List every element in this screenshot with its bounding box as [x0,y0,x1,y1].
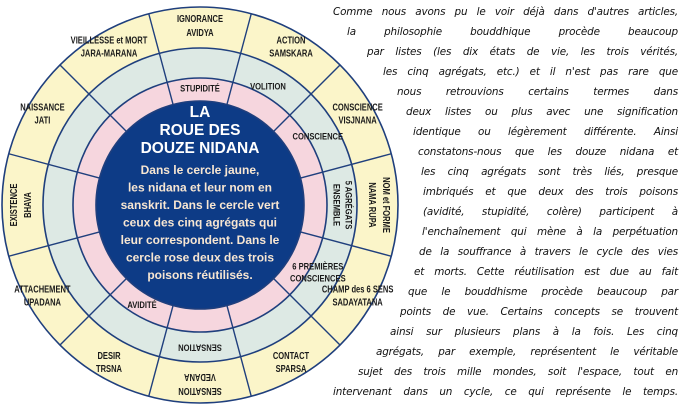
nidana-label: VIEILLESSE et MORT JARA-MARANA [71,34,148,58]
nidana-label-text: ATTACHEMENT [14,283,71,294]
aggregate-label-text: 5 AGRÉGATS [343,181,354,230]
nidana-label-text: TRSNA [96,363,122,374]
wheel-description-line: Dans le cercle jaune, [141,163,260,177]
aggregate-label: SENSATION [178,342,222,353]
nidana-label: ATTACHEMENT UPADANA [14,283,71,307]
segment-divider [148,13,174,105]
aggregate-label: VOLITION [250,81,286,92]
nidana-label-text: CHAMP des 6 SENS [322,283,394,294]
wheel-description-line: sanskrit. Dans le cercle vert [121,198,280,212]
wheel-description-line: poisons réutilisés. [147,268,252,282]
segment-divider [300,153,392,179]
poison-label-text: STUPIDITÉ [180,83,220,94]
nidana-label-text: DESIR [97,350,120,361]
article-line: imbriqués et que deux des trois poisons [423,186,678,198]
nidana-label: ACTION SAMSKARA [269,34,313,58]
wheel-title: ROUE DES [160,122,241,139]
wheel-description-line: leur correspondent. Dans le [121,233,280,247]
wheel-title: LA [190,104,211,121]
nidana-label-text: NAMA RUPA [367,182,378,228]
aggregate-label-text: SENSATION [178,342,222,353]
nidana-label: DESIR TRSNA [96,350,122,374]
nidana-label-text: SPARSA [276,363,307,374]
aggregate-label-text: CONSCIENCES [290,273,346,284]
nidana-label: IGNORANCE AVIDYA [177,13,223,38]
article-line: sujet des trois mille mondes, soit l'esp… [358,366,678,378]
article-line: points de vue. Certains concepts se trou… [400,306,678,318]
nidana-label: CHAMP des 6 SENS SADAYATANA [322,283,394,307]
nidana-label-text: ACTION [277,34,306,45]
nidana-label: SENSATION VEDANA [178,372,221,397]
article-line: (avidité, stupidité, colère) participent… [423,206,678,218]
article-line: l'enchaînement qui mène à la perpétuatio… [422,226,678,238]
article-line: nous retrouvions certains termes dans [397,86,678,98]
segment-divider [273,64,341,132]
nidana-label-text: IGNORANCE [177,13,223,24]
nidana-label-text: BHAVA [22,192,33,218]
nidana-label-text: VIEILLESSE et MORT [71,34,148,45]
nidana-label-text: NOM et FORME [381,177,392,233]
article-line: la philosophie bouddhique procède beauco… [347,26,678,38]
article-line: constatons-nous que les douze nidana et [418,146,678,158]
aggregate-label-text: ENSEMBLE [331,184,342,226]
nidana-label: NAISSANCE JATI [20,101,64,125]
center-disc [95,100,305,310]
nidana-label-text: AVIDYA [186,27,214,38]
segment-divider [226,305,252,397]
segment-divider [226,13,252,105]
article-line: ainsi sur plusieurs plans à la fois. Les… [390,326,678,338]
poison-label: STUPIDITÉ [180,83,220,94]
aggregate-label: CONSCIENCE [292,131,343,142]
wheel-description-line: ceux des cinq agrégats qui [123,216,277,230]
wheel-description-line: les nidana et leur nom en [128,181,272,195]
article-line: identique ou légèrement différente. Ains… [413,126,678,138]
nidana-label-text: VISJNANA [339,114,377,125]
aggregate-label-text: VOLITION [250,81,286,92]
article-line: et morts. Cette réutilisation est due au… [414,266,678,278]
article-line: par listes (les dix états de vie, les tr… [367,46,678,58]
nidana-label: CONSCIENCE VISJNANA [332,101,382,125]
aggregate-label-text: 6 PREMIÈRES [292,261,343,272]
nidana-label-text: JATI [35,114,51,125]
nidana-label-text: CONSCIENCE [332,101,382,112]
article-line: de la souffrance à travers le cycle des … [419,246,678,258]
nidana-label-text: JARA-MARANA [81,47,138,58]
poison-label-text: AVIDITÉ [127,299,157,310]
aggregate-label-text: CONSCIENCE [292,131,343,142]
wheel-title: DOUZE NIDANA [141,140,260,157]
nidana-label-text: SAMSKARA [269,47,313,58]
nidana-label-text: UPADANA [24,296,61,307]
nidana-label-text: CONTACT [273,350,310,361]
segment-divider [148,305,174,397]
nidana-label-text: VEDANA [184,372,216,383]
nidana-label-text: SADAYATANA [332,296,383,307]
segment-divider [8,231,100,257]
segment-divider [273,278,341,346]
segment-divider [59,278,127,346]
segment-divider [8,153,100,179]
article-line: les cinq agrégats sont très liés, presqu… [421,166,678,178]
nidana-label-text: EXISTENCE [8,184,19,227]
nidana-label: CONTACT SPARSA [273,350,310,374]
nidana-label-text: SENSATION [178,386,221,397]
article-line: deux listes ou plus avec une significati… [406,106,678,118]
segment-divider [59,64,127,132]
article-line: intervenant dans un cycle, ce qui représ… [333,386,678,398]
poison-label: AVIDITÉ [127,299,157,310]
article-line: Comme nous avons pu le voir déjà dans d'… [333,6,678,18]
article-line: agrégats, par exemple, représentent le v… [376,346,678,358]
nidana-label-text: NAISSANCE [20,101,64,112]
article-line: que le bouddhisme procède beaucoup par [408,286,678,298]
wheel-description-line: cercle rose deux des trois [126,251,274,265]
article-line: les cinq agrégats, etc.) et il n'est pas… [383,66,678,78]
segment-divider [300,231,392,257]
